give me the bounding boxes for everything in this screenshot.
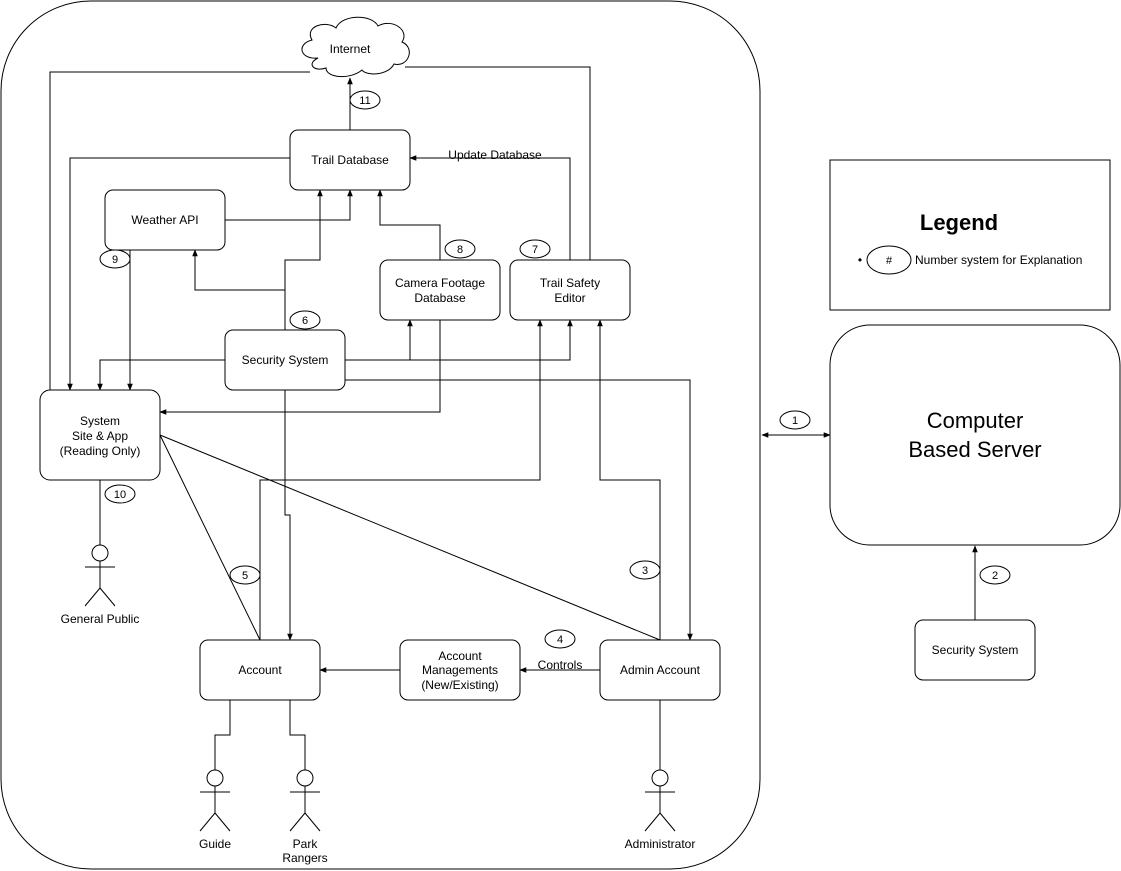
edge-safety-traildb <box>409 155 571 260</box>
edge-security-weather <box>192 249 286 330</box>
edge-site-internet <box>49 71 310 390</box>
edge-site-admin <box>159 434 661 641</box>
administrator-icon <box>644 769 676 832</box>
legend: Legend • # Number system for Explanation <box>829 159 1111 311</box>
marker-1-text: 1 <box>792 415 798 427</box>
marker-11: 11 <box>349 90 381 110</box>
marker-7: 7 <box>519 239 551 259</box>
edges <box>49 66 978 770</box>
camera-db-label-2: Database <box>414 291 466 305</box>
account-mgmt-label-2: Managements <box>422 663 498 677</box>
actor-park-rangers[interactable]: Park Rangers <box>282 769 328 865</box>
marker-3-text: 3 <box>642 565 648 577</box>
node-account[interactable]: Account <box>199 639 321 701</box>
marker-4: 4 <box>544 629 576 649</box>
administrator-label: Administrator <box>625 837 696 851</box>
node-admin-account[interactable]: Admin Account <box>599 639 721 701</box>
guide-icon <box>199 769 231 832</box>
marker-7-text: 7 <box>532 244 538 256</box>
marker-10-text: 10 <box>114 489 126 501</box>
edge-camera-traildb <box>377 189 441 260</box>
node-trail-safety-editor[interactable]: Trail Safety Editor <box>509 259 631 321</box>
edge-safety-internet <box>405 66 591 260</box>
node-server-security-system[interactable]: Security System <box>914 619 1036 681</box>
server-security-label: Security System <box>932 643 1019 657</box>
label-update-database: Update Database <box>448 148 542 162</box>
camera-db-label-1: Camera Footage <box>395 276 485 290</box>
edge-security-traildb <box>284 189 323 290</box>
marker-9-text: 9 <box>112 254 118 266</box>
account-label: Account <box>238 663 282 677</box>
marker-11-text: 11 <box>359 95 370 107</box>
edge-camera-site <box>159 320 441 415</box>
system-boundary <box>0 0 761 870</box>
node-system-site-app[interactable]: System Site & App (Reading Only) <box>39 389 161 481</box>
legend-number-oval <box>866 245 912 275</box>
marker-10: 10 <box>104 484 136 504</box>
general-public-icon <box>84 544 116 607</box>
edge-security-site <box>97 359 225 391</box>
server-label-1: Computer <box>927 408 1024 433</box>
node-trail-database[interactable]: Trail Database <box>289 129 411 191</box>
number-markers: 11 9 8 7 6 10 5 4 3 1 2 <box>99 90 1011 649</box>
edge-security-admin <box>345 379 693 641</box>
edge-traildb-site <box>67 157 290 391</box>
system-site-label-2: Site & App <box>72 429 128 443</box>
actor-administrator[interactable]: Administrator <box>625 769 696 851</box>
internet-cloud: Internet <box>301 16 410 77</box>
edge-weather-traildb <box>225 189 353 221</box>
node-weather-api[interactable]: Weather API <box>104 189 226 251</box>
actor-general-public[interactable]: General Public <box>61 544 140 626</box>
node-account-managements[interactable]: Account Managements (New/Existing) <box>399 639 521 701</box>
guide-label: Guide <box>199 837 231 851</box>
marker-5-text: 5 <box>242 570 248 582</box>
legend-box <box>829 159 1111 311</box>
account-mgmt-label-1: Account <box>438 649 482 663</box>
system-site-label-3: (Reading Only) <box>60 444 141 458</box>
legend-description: Number system for Explanation <box>915 253 1082 267</box>
node-computer-based-server[interactable]: Computer Based Server <box>829 324 1121 546</box>
trail-safety-label-2: Editor <box>554 291 585 305</box>
trail-database-label: Trail Database <box>311 153 389 167</box>
marker-9: 9 <box>99 249 131 269</box>
system-site-label-1: System <box>80 414 120 428</box>
internet-label: Internet <box>330 42 371 56</box>
edge-account-safety <box>259 319 543 640</box>
edge-admin-safety <box>597 319 661 640</box>
label-controls: Controls <box>538 658 583 672</box>
marker-1: 1 <box>779 410 811 430</box>
actor-guide[interactable]: Guide <box>199 769 231 851</box>
edge-account-guide <box>214 700 231 770</box>
marker-6-text: 6 <box>302 315 308 327</box>
weather-api-label: Weather API <box>131 213 198 227</box>
security-system-label: Security System <box>242 353 329 367</box>
marker-4-text: 4 <box>557 634 563 646</box>
node-security-system[interactable]: Security System <box>224 329 346 391</box>
marker-8: 8 <box>444 239 476 259</box>
marker-3: 3 <box>629 560 661 580</box>
node-camera-footage-database[interactable]: Camera Footage Database <box>379 259 501 321</box>
edge-security-account <box>284 390 293 641</box>
legend-title: Legend <box>920 210 998 235</box>
admin-account-label: Admin Account <box>620 663 701 677</box>
general-public-label: General Public <box>61 612 140 626</box>
edge-site-account <box>159 434 261 641</box>
marker-2-text: 2 <box>992 570 998 582</box>
server-label-2: Based Server <box>908 437 1041 462</box>
park-rangers-icon <box>289 769 321 832</box>
trail-safety-label-1: Trail Safety <box>540 276 600 290</box>
edge-account-rangers <box>289 700 306 770</box>
legend-symbol: # <box>886 255 893 267</box>
legend-bullet: • <box>858 253 862 267</box>
marker-5: 5 <box>229 565 261 585</box>
edge-security-safety <box>410 319 573 361</box>
marker-8-text: 8 <box>457 244 463 256</box>
edge-security-camera <box>345 319 413 361</box>
marker-2: 2 <box>979 565 1011 585</box>
park-rangers-label-2: Rangers <box>282 851 327 865</box>
marker-6: 6 <box>289 310 321 330</box>
park-rangers-label-1: Park <box>293 837 319 851</box>
account-mgmt-label-3: (New/Existing) <box>421 678 498 692</box>
